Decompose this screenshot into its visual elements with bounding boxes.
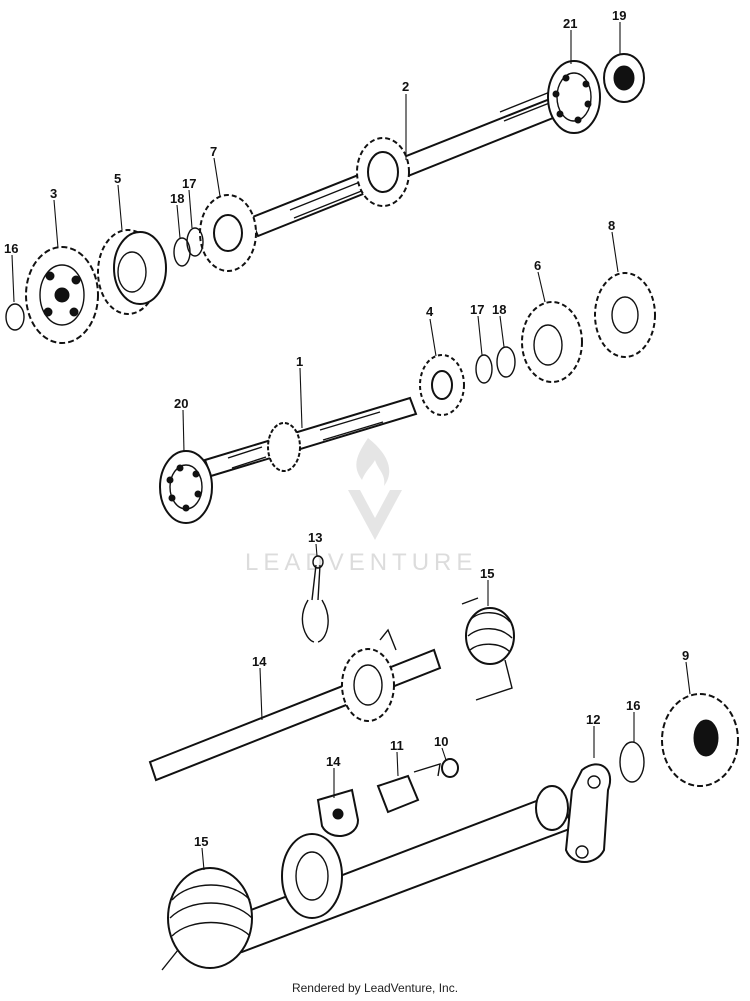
callout-18-middle: 18 bbox=[492, 302, 506, 317]
callout-2: 2 bbox=[402, 79, 409, 94]
leader-lines bbox=[11, 22, 691, 871]
callout-16-lower: 16 bbox=[626, 698, 640, 713]
callout-5: 5 bbox=[114, 171, 121, 186]
callout-21: 21 bbox=[563, 16, 577, 31]
callout-12: 12 bbox=[586, 712, 600, 727]
bearing-21 bbox=[547, 60, 601, 134]
washer-18-middle bbox=[496, 346, 516, 378]
callout-17-upper: 17 bbox=[182, 176, 196, 191]
callout-15-lower: 15 bbox=[194, 834, 208, 849]
gear-4 bbox=[419, 354, 465, 416]
callout-11: 11 bbox=[390, 738, 404, 753]
callout-15-upper: 15 bbox=[480, 566, 494, 581]
gear-5 bbox=[97, 229, 167, 315]
callout-19: 19 bbox=[612, 8, 626, 23]
pin-13 bbox=[301, 555, 329, 643]
callout-20: 20 bbox=[174, 396, 188, 411]
callout-14-shaft: 14 bbox=[252, 654, 267, 669]
footer-credit: Rendered by LeadVenture, Inc. bbox=[291, 981, 459, 995]
plate-12 bbox=[564, 763, 612, 863]
watermark-text: LEADVENTURE bbox=[245, 549, 477, 576]
gear-3 bbox=[25, 246, 99, 344]
spring-15-upper bbox=[461, 597, 515, 701]
ratchet-11 bbox=[376, 762, 441, 814]
washer-16-lower bbox=[619, 741, 645, 783]
washer-16-upper bbox=[5, 303, 25, 331]
gear-6 bbox=[521, 301, 583, 383]
gear-9 bbox=[661, 693, 739, 787]
callout-9: 9 bbox=[682, 648, 689, 663]
stopper-14-lower bbox=[316, 788, 360, 838]
leadventure-logo-icon bbox=[348, 438, 402, 540]
callout-14-stopper: 14 bbox=[326, 754, 341, 769]
callout-4: 4 bbox=[426, 304, 434, 319]
callout-13: 13 bbox=[308, 530, 322, 545]
callout-8: 8 bbox=[608, 218, 615, 233]
circlip-17-middle bbox=[475, 354, 493, 384]
callout-6: 6 bbox=[534, 258, 541, 273]
callout-10: 10 bbox=[434, 734, 448, 749]
kickstarter-shaft-14 bbox=[148, 628, 442, 782]
callout-16-upper: 16 bbox=[4, 241, 18, 256]
callout-1: 1 bbox=[296, 354, 303, 369]
callout-3: 3 bbox=[50, 186, 57, 201]
bearing-20 bbox=[159, 450, 213, 524]
gear-on-shaft-2 bbox=[356, 137, 410, 207]
watermark: LEADVENTURE bbox=[245, 438, 477, 576]
gear-7 bbox=[199, 194, 257, 272]
mainshaft-1 bbox=[203, 396, 418, 478]
spring-15-lower bbox=[161, 867, 253, 971]
gear-8 bbox=[594, 272, 656, 358]
kick-spindle bbox=[228, 785, 574, 954]
washer-18-upper bbox=[173, 237, 191, 267]
spring-10 bbox=[441, 758, 459, 778]
callout-18-upper: 18 bbox=[170, 191, 184, 206]
callout-7: 7 bbox=[210, 144, 217, 159]
seal-19 bbox=[603, 53, 645, 103]
callout-labels: 1 2 3 4 5 6 7 8 9 10 11 12 13 14 14 15 1… bbox=[4, 8, 689, 849]
callout-17-middle: 17 bbox=[470, 302, 484, 317]
